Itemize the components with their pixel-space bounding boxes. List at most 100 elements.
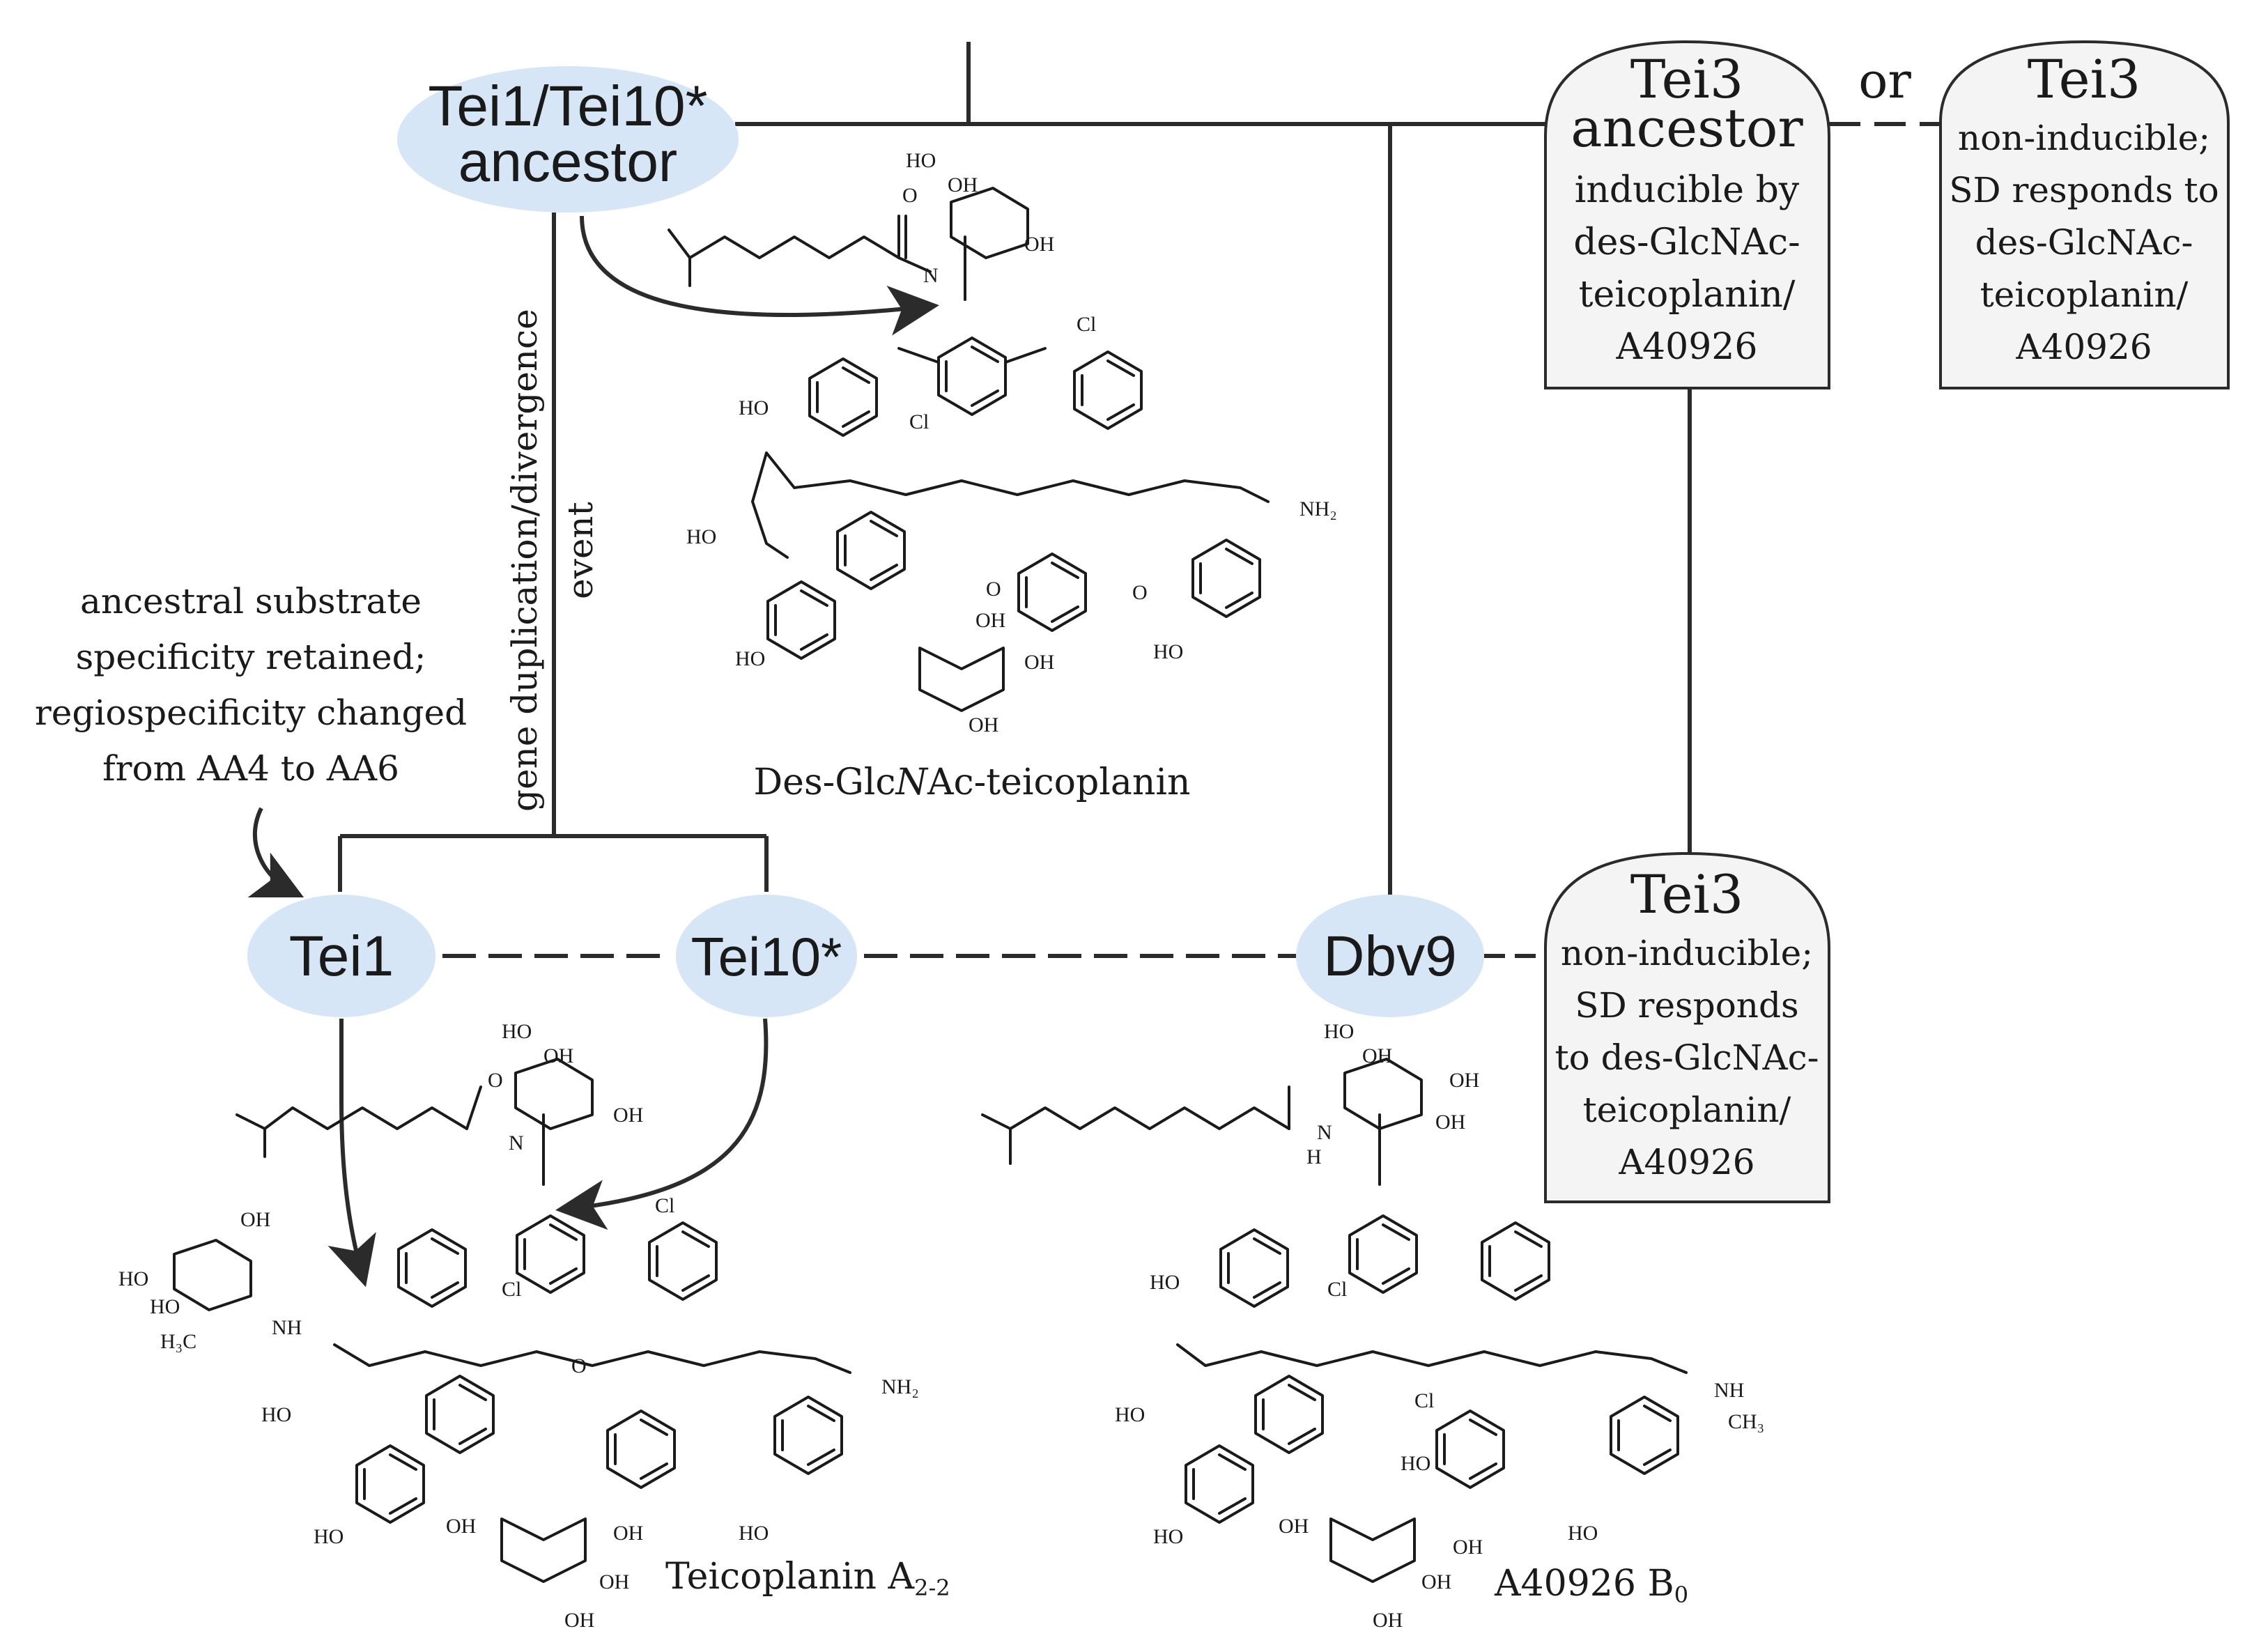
des-glcnac-label: Des-GlcNAc-teicoplanin bbox=[753, 762, 1190, 803]
tei10-label: Tei10* bbox=[691, 926, 842, 987]
gene-event-label: gene duplication/divergence event bbox=[504, 309, 601, 812]
des-glcnac-prefix: Des-Glc bbox=[753, 762, 895, 803]
svg-text:N: N bbox=[509, 1132, 524, 1154]
svg-text:HO: HO bbox=[261, 1403, 291, 1426]
tei3-top-right-title: Tei3 bbox=[2028, 48, 2140, 110]
tei3-lower-shape bbox=[1544, 851, 1830, 1203]
svg-text:OH: OH bbox=[543, 1044, 573, 1067]
svg-text:NH: NH bbox=[272, 1316, 302, 1339]
svg-text:O: O bbox=[488, 1069, 503, 1092]
svg-text:HO: HO bbox=[1324, 1020, 1354, 1043]
teicoplanin-subscript: 2-2 bbox=[914, 1575, 950, 1601]
tei3-top-right-line-4: A40926 bbox=[2015, 327, 2152, 367]
svg-text:HO: HO bbox=[1153, 1525, 1183, 1548]
gene-event-line2: event bbox=[560, 502, 601, 599]
svg-text:O: O bbox=[902, 184, 918, 207]
svg-text:OH: OH bbox=[1279, 1515, 1309, 1538]
tei3-top-right-line-0: non-inducible; bbox=[1958, 118, 2210, 158]
tei3-lower-box[interactable]: Tei3 non-inducible; SD responds to des-G… bbox=[1544, 851, 1830, 1203]
substrate-note-line-3: from AA4 to AA6 bbox=[102, 748, 399, 789]
svg-text:NH₂: NH₂ bbox=[881, 1375, 919, 1398]
tei3-ancestor-title1: Tei3 bbox=[1630, 48, 1743, 110]
svg-text:OH: OH bbox=[1024, 233, 1054, 256]
teicoplanin-structure: HO OH OH N O Cl Cl OH HO HO H₃C NH NH₂ H… bbox=[118, 1020, 919, 1632]
svg-text:OH: OH bbox=[446, 1515, 476, 1538]
svg-text:HO: HO bbox=[735, 647, 765, 670]
tei10-to-teico-arrow bbox=[555, 1018, 769, 1230]
svg-text:OH: OH bbox=[969, 713, 998, 736]
svg-text:N: N bbox=[923, 264, 939, 287]
tei1-node-shape bbox=[247, 895, 435, 1017]
svg-text:HO: HO bbox=[1401, 1452, 1430, 1475]
tei1-to-teico-arrow bbox=[327, 1019, 376, 1288]
tei3-lower-line-2: to des-GlcNAc- bbox=[1555, 1037, 1819, 1078]
gene-event-line1: gene duplication/divergence bbox=[504, 309, 545, 812]
note-to-tei1-arrow bbox=[247, 807, 304, 898]
tei3-ancestor-shape bbox=[1544, 40, 1830, 389]
svg-text:HO: HO bbox=[906, 149, 936, 172]
svg-text:O: O bbox=[1132, 581, 1148, 604]
svg-text:NH₂: NH₂ bbox=[1299, 497, 1337, 520]
svg-text:Cl: Cl bbox=[1327, 1278, 1347, 1301]
tree-connectors bbox=[338, 42, 1941, 958]
substrate-note-line-2: regiospecificity changed bbox=[35, 693, 467, 733]
tei3-top-right-box[interactable]: Tei3 non-inducible; SD responds to des-G… bbox=[1939, 40, 2230, 389]
dbv9-node[interactable]: Dbv9 bbox=[1296, 895, 1484, 1017]
tei3-ancestor-line-2: teicoplanin/ bbox=[1579, 274, 1796, 316]
svg-text:O: O bbox=[986, 578, 1001, 601]
svg-text:OH: OH bbox=[1421, 1570, 1451, 1593]
tei3-top-right-line-2: des-GlcNAc- bbox=[1975, 222, 2193, 263]
svg-text:OH: OH bbox=[613, 1522, 643, 1545]
svg-text:OH: OH bbox=[1449, 1069, 1479, 1092]
tei1-label: Tei1 bbox=[289, 925, 394, 988]
svg-text:HO: HO bbox=[739, 1522, 769, 1545]
tei10-node-shape bbox=[676, 895, 857, 1017]
tei3-lower-title: Tei3 bbox=[1630, 863, 1743, 925]
svg-text:O: O bbox=[571, 1354, 587, 1377]
svg-text:OH: OH bbox=[1435, 1111, 1465, 1134]
des-glcnac-teicoplanin-structure: HO OH OH N O Cl Cl HO NH₂ HO OH HO OH OH… bbox=[668, 149, 1337, 736]
svg-text:HO: HO bbox=[118, 1267, 148, 1290]
svg-text:OH: OH bbox=[1453, 1536, 1483, 1559]
tei3-ancestor-line-0: inducible by bbox=[1575, 169, 1800, 211]
tei3-lower-line-4: A40926 bbox=[1618, 1142, 1754, 1182]
a40926-subscript: 0 bbox=[1674, 1582, 1688, 1608]
svg-text:HO: HO bbox=[150, 1295, 180, 1318]
ancestor-node[interactable]: Tei1/Tei10* ancestor bbox=[397, 66, 739, 213]
tei10-node[interactable]: Tei10* bbox=[676, 895, 857, 1017]
svg-text:H₃C: H₃C bbox=[160, 1330, 196, 1353]
tei3-ancestor-line-3: A40926 bbox=[1616, 326, 1758, 368]
svg-text:Cl: Cl bbox=[1077, 313, 1096, 336]
svg-text:HO: HO bbox=[739, 396, 769, 419]
svg-text:HO: HO bbox=[314, 1525, 344, 1548]
a40926-name: A40926 B bbox=[1494, 1563, 1674, 1605]
tei3-ancestor-title2: ancestor bbox=[1571, 97, 1803, 159]
dbv9-label: Dbv9 bbox=[1323, 925, 1456, 988]
or-label: or bbox=[1858, 52, 1911, 109]
substrate-note: ancestral substrate specificity retained… bbox=[35, 581, 467, 789]
svg-text:Cl: Cl bbox=[1414, 1389, 1434, 1412]
svg-text:Cl: Cl bbox=[655, 1194, 674, 1217]
tei3-ancestor-box[interactable]: Tei3 ancestor inducible by des-GlcNAc- t… bbox=[1544, 40, 1830, 389]
substrate-note-line-0: ancestral substrate bbox=[80, 581, 422, 621]
ancestor-label-line2: ancestor bbox=[458, 130, 678, 194]
svg-text:HO: HO bbox=[502, 1020, 532, 1043]
svg-text:OH: OH bbox=[564, 1609, 594, 1632]
svg-text:H: H bbox=[1306, 1145, 1322, 1168]
ancestor-label-line1: Tei1/Tei10* bbox=[428, 75, 707, 138]
substrate-note-line-1: specificity retained; bbox=[76, 637, 426, 677]
des-glcnac-suffix: Ac-teicoplanin bbox=[927, 762, 1191, 803]
tei3-top-right-shape bbox=[1939, 40, 2230, 389]
svg-text:OH: OH bbox=[599, 1570, 629, 1593]
teicoplanin-name: Teicoplanin A bbox=[665, 1556, 916, 1598]
teicoplanin-label: Teicoplanin A2-2 bbox=[665, 1556, 950, 1601]
svg-text:Cl: Cl bbox=[502, 1278, 521, 1301]
a40926-label: A40926 B0 bbox=[1494, 1563, 1688, 1608]
tei3-ancestor-line-1: des-GlcNAc- bbox=[1573, 222, 1800, 263]
arrows bbox=[247, 215, 939, 1288]
tei3-lower-line-0: non-inducible; bbox=[1561, 933, 1813, 973]
svg-text:Cl: Cl bbox=[909, 410, 929, 433]
svg-text:HO: HO bbox=[1568, 1522, 1598, 1545]
tei1-node[interactable]: Tei1 bbox=[247, 895, 435, 1017]
